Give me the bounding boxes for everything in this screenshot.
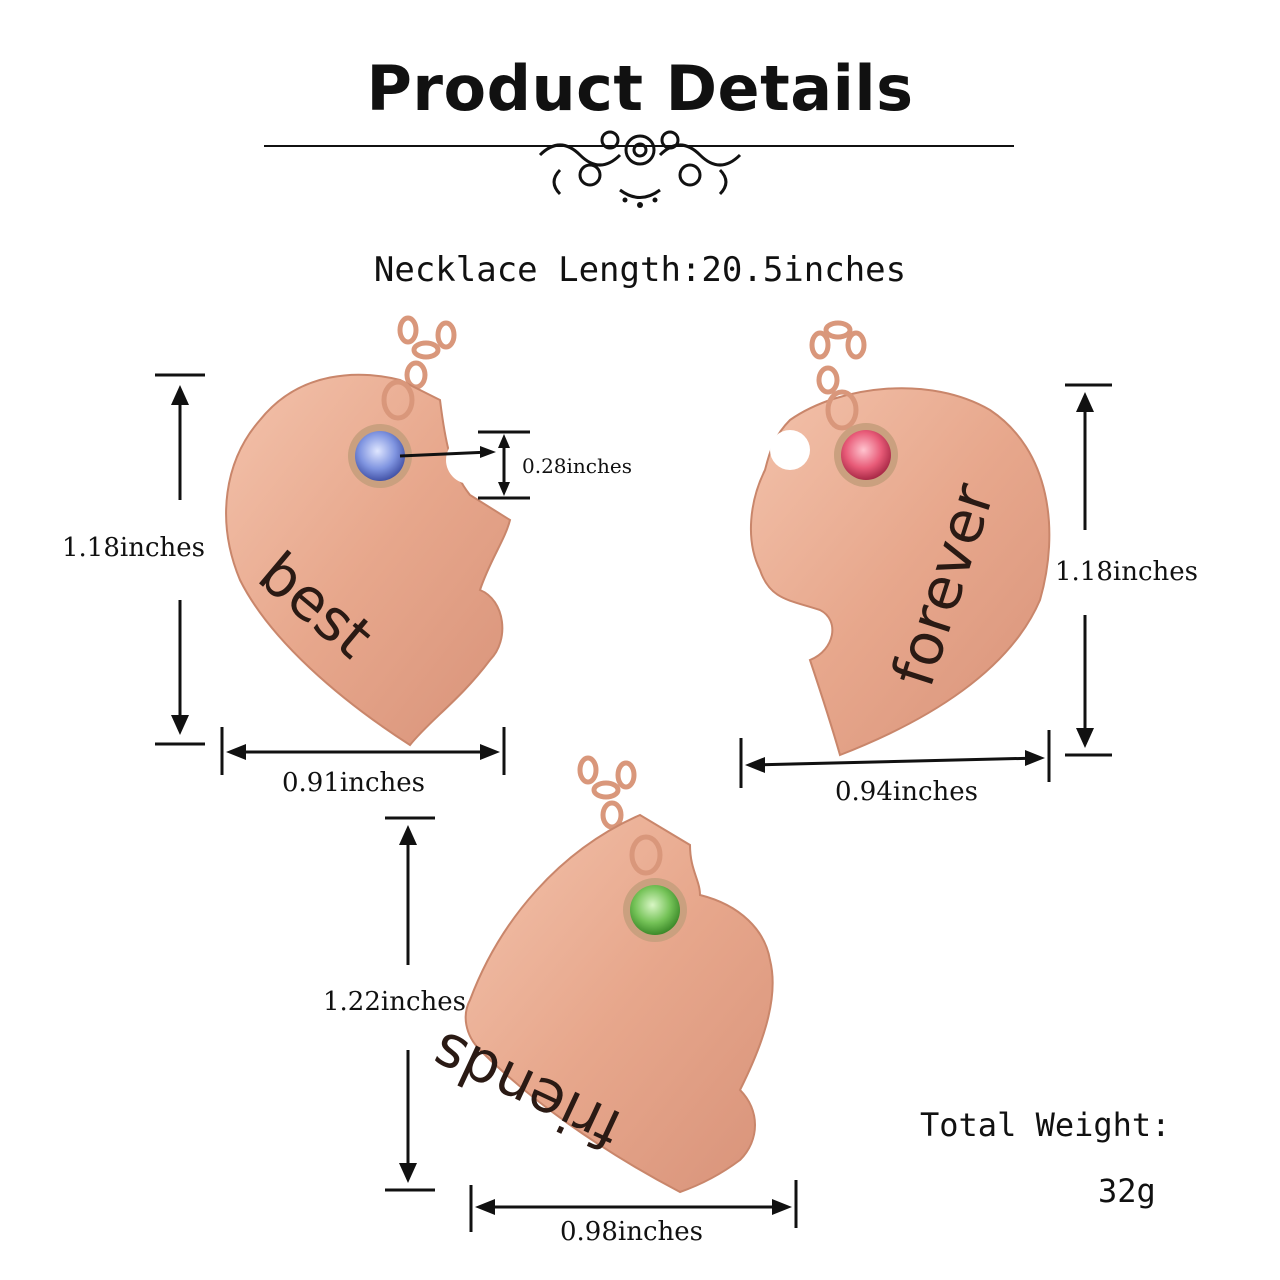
total-weight-value: 32g [1098, 1172, 1156, 1210]
friends-width-label: 0.98inches [560, 1217, 703, 1247]
forever-height-label: 1.18inches [1055, 557, 1198, 587]
forever-width-label: 0.94inches [835, 777, 978, 807]
dimension-lines [155, 373, 1112, 1232]
page-title: Product Details [366, 52, 914, 125]
friends-height-label: 1.22inches [323, 987, 466, 1017]
best-width-label: 0.91inches [282, 768, 425, 798]
stone-size-label: 0.28inches [522, 454, 632, 478]
necklace-length: Necklace Length:20.5inches [373, 250, 907, 290]
best-height-label: 1.18inches [62, 533, 205, 563]
pendant-friends: friends [421, 755, 774, 1194]
pendant-best: best [225, 315, 512, 747]
ornament-divider [264, 130, 1014, 208]
pendant-forever: forever [750, 320, 1051, 757]
total-weight-label: Total Weight: [920, 1106, 1171, 1144]
